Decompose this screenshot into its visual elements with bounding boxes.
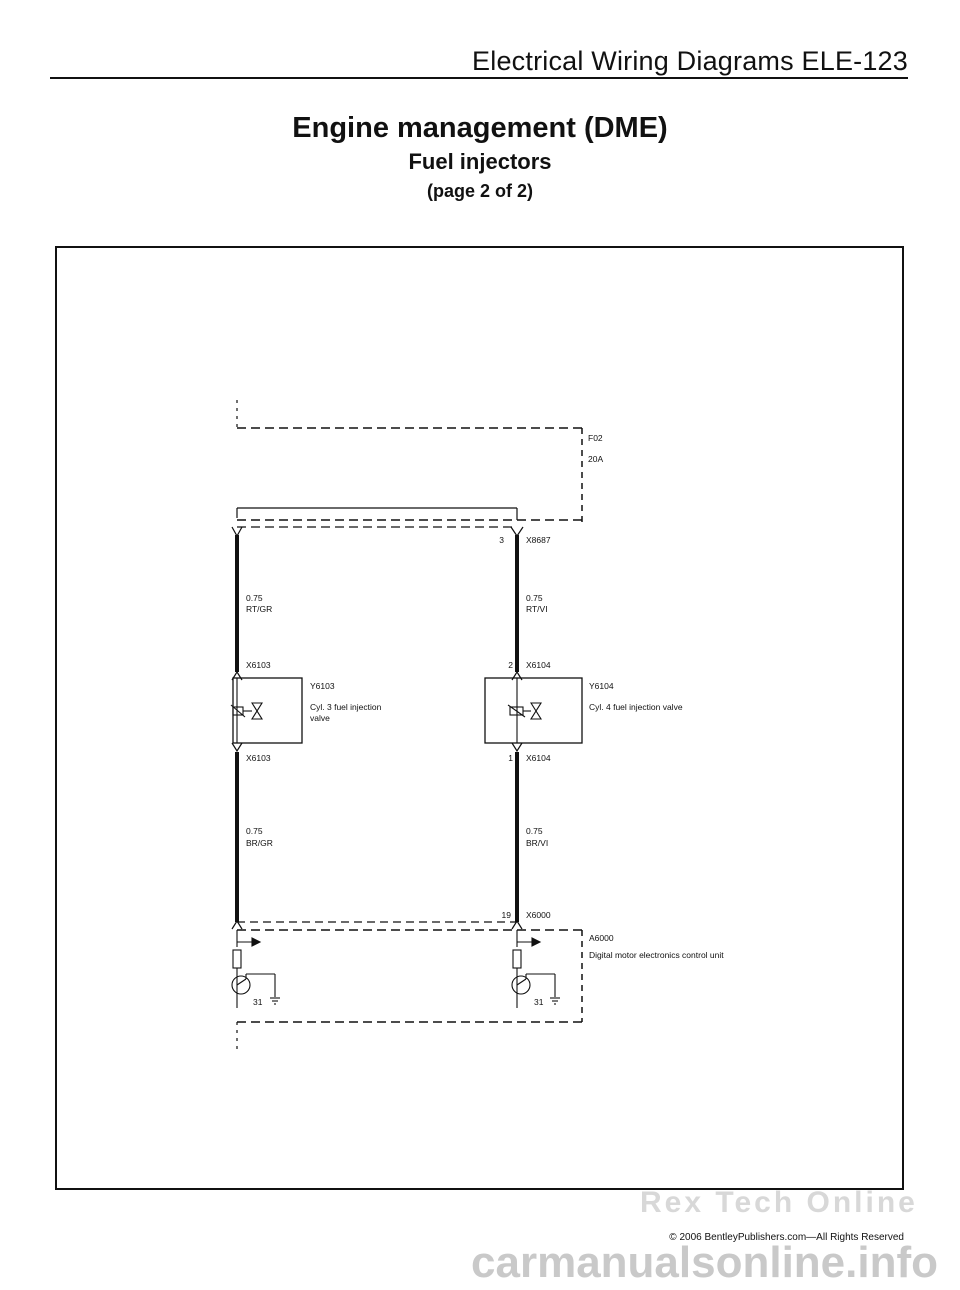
fuse-feed [236, 400, 583, 528]
wire-left-top-color: RT/GR [246, 604, 272, 614]
page-header: Electrical Wiring Diagrams ELE-123 [0, 0, 960, 80]
wires [235, 535, 519, 922]
ground-right-label: 31 [534, 997, 544, 1007]
x6104-top-id: X6104 [526, 660, 551, 670]
title-block: Engine management (DME) Fuel injectors (… [0, 112, 960, 202]
y6103-id: Y6103 [310, 681, 335, 691]
connector-x8687: 3 X8687 [499, 526, 551, 545]
x8687-pin: 3 [499, 535, 504, 545]
wire-left-bottom-color: BR/GR [246, 838, 273, 848]
copyright-notice: © 2006 BentleyPublishers.com—All Rights … [669, 1232, 904, 1243]
x6104-bottom-id: X6104 [526, 753, 551, 763]
x6103-top-id: X6103 [246, 660, 271, 670]
fuse-rating-label: 20A [588, 454, 603, 464]
wire-labels: 0.75 RT/GR 0.75 RT/VI 0.75 BR/GR 0.75 BR… [246, 593, 548, 848]
a6000-desc: Digital motor electronics control unit [589, 950, 724, 960]
ecu-a6000: A6000 Digital motor electronics control … [589, 933, 724, 960]
driver-right [511, 930, 560, 1008]
injector-y6103: Y6103 Cyl. 3 fuel injection valve [230, 677, 382, 744]
page-indicator: (page 2 of 2) [426, 181, 533, 201]
site-watermark: carmanualsonline.info [471, 1238, 938, 1287]
x6104-bottom-pin: 1 [508, 753, 513, 763]
x6103-bottom-id: X6103 [246, 753, 271, 763]
y6104-valve-symbol [507, 678, 542, 743]
a6000-id: A6000 [589, 933, 614, 943]
x6000-pin: 19 [502, 910, 512, 920]
diagram-frame [55, 246, 904, 1190]
fuse-f02: F02 20A [588, 433, 603, 464]
wire-right-bottom-size: 0.75 [526, 826, 543, 836]
x6104-top-pin: 2 [508, 660, 513, 670]
connector-labels: X6103 2 X6104 X6103 1 X6104 [246, 660, 551, 763]
y6104-desc: Cyl. 4 fuel injection valve [589, 702, 683, 712]
watermark: Rex Tech Online [640, 1186, 918, 1219]
diagram-subtitle: Fuel injectors [408, 149, 552, 174]
x8687-id: X8687 [526, 535, 551, 545]
y6103-valve-symbol [230, 678, 263, 743]
y6103-desc-line1: Cyl. 3 fuel injection [310, 702, 382, 712]
wire-left-bottom-size: 0.75 [246, 826, 263, 836]
fuse-id-label: F02 [588, 433, 603, 443]
diagram-title: Engine management (DME) [292, 112, 668, 144]
ground-left-label: 31 [253, 997, 263, 1007]
connector-x6000: 19 X6000 [231, 910, 551, 930]
injector-y6104: Y6104 Cyl. 4 fuel injection valve [484, 677, 683, 744]
left-splice-arrow [231, 526, 243, 538]
header-rule [50, 77, 908, 79]
driver-left [231, 930, 280, 1008]
connector-arrows [231, 670, 523, 753]
y6103-desc-line2: valve [310, 713, 330, 723]
y6104-id: Y6104 [589, 681, 614, 691]
ecu-outline [236, 921, 583, 1050]
wire-right-top-color: RT/VI [526, 604, 548, 614]
wire-right-bottom-color: BR/VI [526, 838, 548, 848]
x6000-id: X6000 [526, 910, 551, 920]
header-title: Electrical Wiring Diagrams ELE-123 [472, 46, 908, 76]
wire-right-top-size: 0.75 [526, 593, 543, 603]
wire-left-top-size: 0.75 [246, 593, 263, 603]
